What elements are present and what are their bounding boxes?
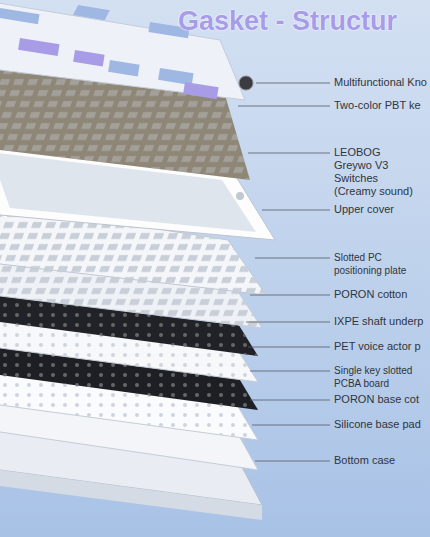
part-label: Single key slotted PCBA board bbox=[334, 364, 428, 390]
leader-lines bbox=[238, 83, 330, 461]
part-label: Bottom case bbox=[334, 454, 395, 467]
part-label: Upper cover bbox=[334, 203, 394, 216]
part-label: PORON base cot bbox=[334, 393, 419, 406]
part-label: PET voice actor p bbox=[334, 340, 421, 353]
part-label: Two-color PBT ke bbox=[334, 99, 421, 112]
part-label: IXPE shaft underp bbox=[334, 315, 423, 328]
part-label: Silicone base pad bbox=[334, 418, 421, 431]
cover-hole bbox=[236, 192, 244, 200]
part-label: LEOBOG Greywo V3 Switches (Creamy sound) bbox=[334, 146, 420, 198]
part-label: Multifunctional Kno bbox=[334, 76, 427, 89]
part-label: PORON cotton bbox=[334, 288, 407, 301]
diagram-title: Gasket - Structur bbox=[178, 6, 397, 37]
knob bbox=[239, 76, 253, 90]
bottom-case-side bbox=[0, 470, 262, 520]
part-label: Slotted PC positioning plate bbox=[334, 251, 428, 277]
